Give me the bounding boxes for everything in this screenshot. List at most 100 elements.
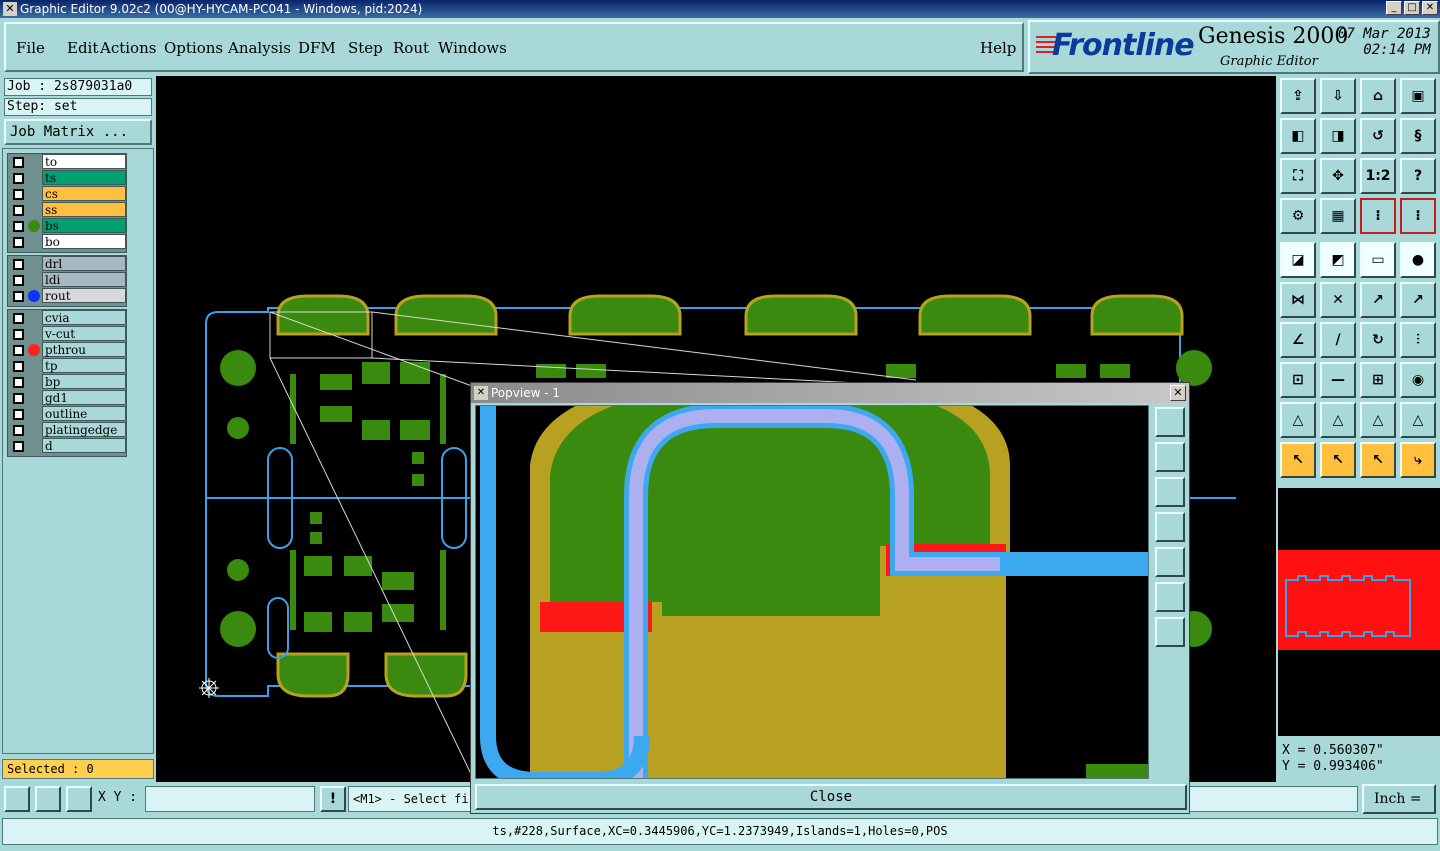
pointer-box-icon[interactable]: ↖: [1320, 442, 1356, 478]
popview-fit-icon[interactable]: [1155, 407, 1185, 437]
popview-expand-icon[interactable]: [1155, 582, 1185, 612]
layer-checkbox[interactable]: [13, 275, 24, 286]
layer-checkbox[interactable]: [13, 393, 24, 404]
menu-analysis[interactable]: Analysis: [228, 39, 291, 57]
layer-checkbox[interactable]: [13, 189, 24, 200]
layer-row-ldi[interactable]: ldi: [8, 272, 126, 288]
popview-zoom-out-icon[interactable]: [1155, 477, 1185, 507]
triangle-2-icon[interactable]: △: [1320, 402, 1356, 438]
layer-name[interactable]: gd1: [42, 390, 126, 405]
connect-icon[interactable]: ⋈: [1280, 282, 1316, 318]
menu-edit[interactable]: Edit: [67, 39, 99, 57]
layer-name[interactable]: d: [42, 438, 126, 453]
layer-name[interactable]: bo: [42, 234, 126, 249]
layer-name[interactable]: drl: [42, 256, 126, 271]
pan-left-icon[interactable]: ◧: [1280, 118, 1316, 154]
layer-checkbox[interactable]: [13, 409, 24, 420]
select-icon[interactable]: ◪: [1280, 242, 1316, 278]
layer-checkbox[interactable]: [13, 237, 24, 248]
unit-selector[interactable]: Inch =: [1362, 784, 1436, 814]
zoom-home-icon[interactable]: ⇪: [1280, 78, 1316, 114]
one-to-two-icon[interactable]: 1:2: [1360, 158, 1396, 194]
layer-checkbox[interactable]: [13, 173, 24, 184]
center-icon[interactable]: ✥: [1320, 158, 1356, 194]
triangle-4-icon[interactable]: △: [1400, 402, 1436, 438]
fit-text-icon[interactable]: ⫶: [1400, 322, 1436, 358]
layer-checkbox[interactable]: [13, 205, 24, 216]
minimize-button[interactable]: _: [1386, 1, 1402, 15]
layer-name[interactable]: platingedge: [42, 422, 126, 437]
alert-icon[interactable]: !: [320, 786, 346, 812]
draw-line-icon[interactable]: /: [1320, 322, 1356, 358]
circle-icon[interactable]: ●: [1400, 242, 1436, 278]
layer-checkbox[interactable]: [13, 329, 24, 340]
popview-shrink-icon[interactable]: [1155, 617, 1185, 647]
settings-icon[interactable]: ⚙: [1280, 198, 1316, 234]
layer-row-rout[interactable]: rout: [8, 288, 126, 304]
snap-mode-icon[interactable]: [35, 786, 61, 812]
line-icon[interactable]: ↗: [1400, 282, 1436, 318]
layer-name[interactable]: v-cut: [42, 326, 126, 341]
layer-checkbox[interactable]: [13, 345, 24, 356]
resize-icon[interactable]: ⊞: [1360, 362, 1396, 398]
traffic-red-icon[interactable]: ⁝: [1400, 198, 1436, 234]
layer-name[interactable]: ldi: [42, 272, 126, 287]
layer-name[interactable]: to: [42, 154, 126, 169]
layer-name[interactable]: ss: [42, 202, 126, 217]
line-red-icon[interactable]: —: [1320, 362, 1356, 398]
layer-row-gd1[interactable]: gd1: [8, 390, 126, 406]
layer-checkbox[interactable]: [13, 377, 24, 388]
layer-name[interactable]: bp: [42, 374, 126, 389]
redraw-icon[interactable]: §: [1400, 118, 1436, 154]
route-icon[interactable]: ⤷: [1400, 442, 1436, 478]
layer-name[interactable]: rout: [42, 288, 126, 303]
fit-icon[interactable]: ⛶: [1280, 158, 1316, 194]
layer-name[interactable]: pthrou: [42, 342, 126, 357]
layer-checkbox[interactable]: [13, 425, 24, 436]
popview-zoom-in-icon[interactable]: [1155, 442, 1185, 472]
close-button[interactable]: ✕: [1422, 1, 1438, 15]
triangle-icon[interactable]: △: [1280, 402, 1316, 438]
layer-checkbox[interactable]: [13, 221, 24, 232]
copy-icon[interactable]: ↗: [1360, 282, 1396, 318]
triangle-3-icon[interactable]: △: [1360, 402, 1396, 438]
layer-checkbox[interactable]: [13, 259, 24, 270]
layer-row-cs[interactable]: cs: [8, 186, 126, 202]
layer-row-cvia[interactable]: cvia: [8, 310, 126, 326]
menu-file[interactable]: File: [16, 39, 45, 57]
layer-name[interactable]: tp: [42, 358, 126, 373]
angle-icon[interactable]: ∠: [1280, 322, 1316, 358]
popview-canvas[interactable]: [475, 405, 1149, 779]
help-icon[interactable]: ?: [1400, 158, 1436, 194]
layer-name[interactable]: outline: [42, 406, 126, 421]
menu-options[interactable]: Options: [164, 39, 224, 57]
layer-name[interactable]: bs: [42, 218, 126, 233]
zoom-out-icon[interactable]: ⇩: [1320, 78, 1356, 114]
job-matrix-button[interactable]: Job Matrix ...: [4, 119, 152, 145]
layer-row-d[interactable]: d: [8, 438, 126, 454]
layer-row-ss[interactable]: ss: [8, 202, 126, 218]
pointer-icon[interactable]: ↖: [1280, 442, 1316, 478]
layer-checkbox[interactable]: [13, 361, 24, 372]
move-icon[interactable]: ✕: [1320, 282, 1356, 318]
menu-actions[interactable]: Actions: [100, 39, 157, 57]
pointer-box-2-icon[interactable]: ↖: [1360, 442, 1396, 478]
zoom-window-icon[interactable]: ▣: [1400, 78, 1436, 114]
menu-windows[interactable]: Windows: [438, 39, 507, 57]
delete-icon[interactable]: ◩: [1320, 242, 1356, 278]
popview-pan-left-icon[interactable]: [1155, 512, 1185, 542]
menu-help[interactable]: Help: [980, 39, 1017, 57]
traffic-icon[interactable]: ⁝: [1360, 198, 1396, 234]
layer-row-to[interactable]: to: [8, 154, 126, 170]
fill-icon[interactable]: ◉: [1400, 362, 1436, 398]
zoom-area-icon[interactable]: [4, 786, 30, 812]
arc-icon[interactable]: ↻: [1360, 322, 1396, 358]
popview-close-button[interactable]: Close: [475, 784, 1187, 810]
menu-dfm[interactable]: DFM: [298, 39, 336, 57]
layer-row-drl[interactable]: drl: [8, 256, 126, 272]
layer-row-platingedge[interactable]: platingedge: [8, 422, 126, 438]
maximize-button[interactable]: □: [1404, 1, 1420, 15]
layer-row-pthrou[interactable]: pthrou: [8, 342, 126, 358]
layer-row-ts[interactable]: ts: [8, 170, 126, 186]
layer-name[interactable]: cs: [42, 186, 126, 201]
